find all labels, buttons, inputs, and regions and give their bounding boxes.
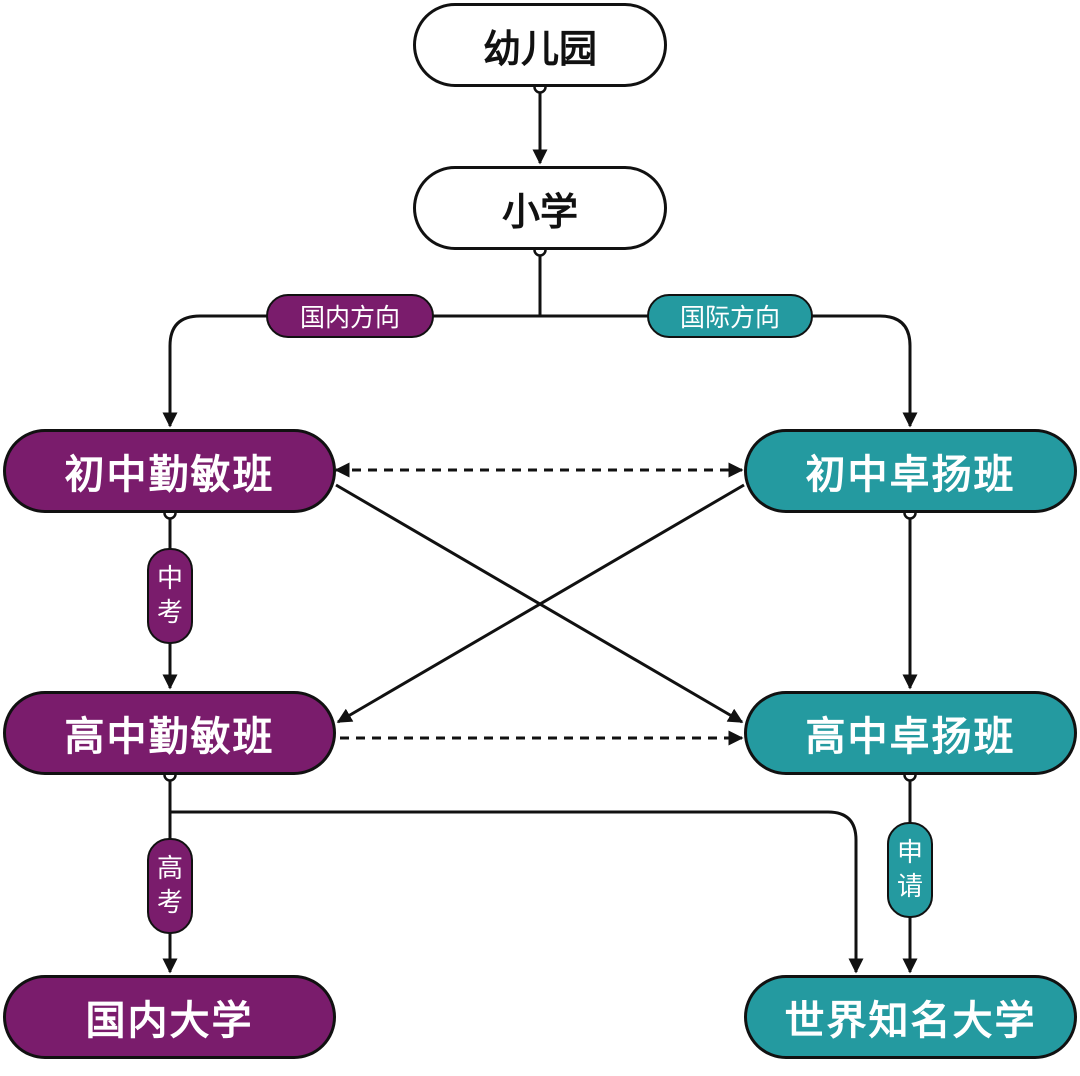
edge-senior-domestic-world-university [170, 810, 864, 974]
label-domestic-direction: 国内方向 [266, 294, 434, 338]
edge-cross-international-to-domestic [336, 483, 745, 724]
node-senior-international: 高中卓扬班 [744, 691, 1077, 775]
node-kindergarten: 幼儿园 [413, 3, 667, 87]
label-apply-char-2: 请 [896, 872, 923, 902]
node-senior-domestic: 高中勤敏班 [3, 691, 336, 775]
label-gaokao-char-1: 高 [156, 854, 183, 884]
edge-split-junior-domestic [162, 314, 540, 428]
label-zhongkao-char-2: 考 [156, 598, 183, 628]
label-gaokao: 高 考 [147, 838, 193, 934]
label-apply: 申 请 [887, 822, 933, 918]
label-apply-char-1: 申 [896, 838, 923, 868]
label-international-direction: 国际方向 [647, 294, 813, 338]
label-zhongkao: 中 考 [147, 548, 193, 644]
node-world-university: 世界知名大学 [744, 975, 1077, 1059]
label-gaokao-char-2: 考 [156, 888, 183, 918]
node-junior-domestic: 初中勤敏班 [3, 429, 336, 513]
node-domestic-university: 国内大学 [3, 975, 336, 1059]
node-junior-international: 初中卓扬班 [744, 429, 1077, 513]
edge-split-junior-international [540, 314, 918, 428]
node-primary: 小学 [413, 166, 667, 250]
label-zhongkao-char-1: 中 [156, 564, 183, 594]
